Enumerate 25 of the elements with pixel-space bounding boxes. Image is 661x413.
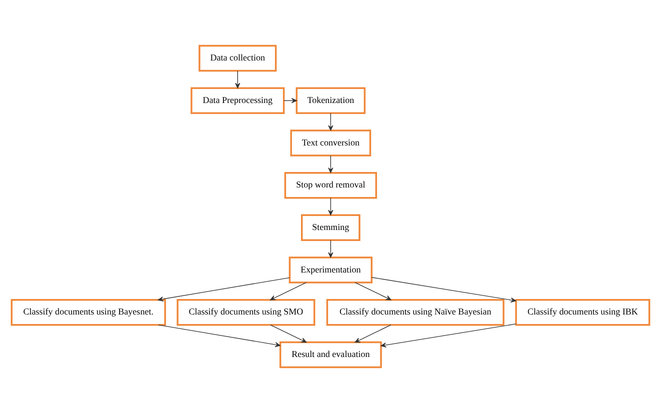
arrow <box>158 277 290 302</box>
arrow <box>158 324 281 348</box>
node-box: Text conversion <box>290 130 372 156</box>
node-box: Classify documents using IBK <box>515 299 650 326</box>
node-box: Data Preprocessing <box>190 87 285 114</box>
arrow <box>328 240 334 258</box>
node-box: Classify documents using Bayesnet. <box>10 299 166 326</box>
node-box: Tokenization <box>296 87 366 114</box>
arrow <box>328 155 334 174</box>
node-box: Classify documents using Naïve Bayesian <box>326 299 504 326</box>
arrow <box>235 70 240 88</box>
arrow <box>354 282 392 300</box>
arrow <box>270 282 307 300</box>
arrow <box>380 324 516 348</box>
arrow <box>354 324 392 343</box>
node-box: Result and evaluation <box>279 341 382 368</box>
arrow <box>328 198 334 216</box>
arrow <box>270 324 307 343</box>
arrow <box>328 112 334 131</box>
node-box: Experimentation <box>288 256 372 284</box>
node-box: Stop word removal <box>284 172 378 199</box>
arrow <box>371 277 516 303</box>
node-box: Data collection <box>198 44 277 72</box>
node-box: Classify documents using SMO <box>176 299 316 326</box>
node-box: Stemming <box>301 214 360 242</box>
